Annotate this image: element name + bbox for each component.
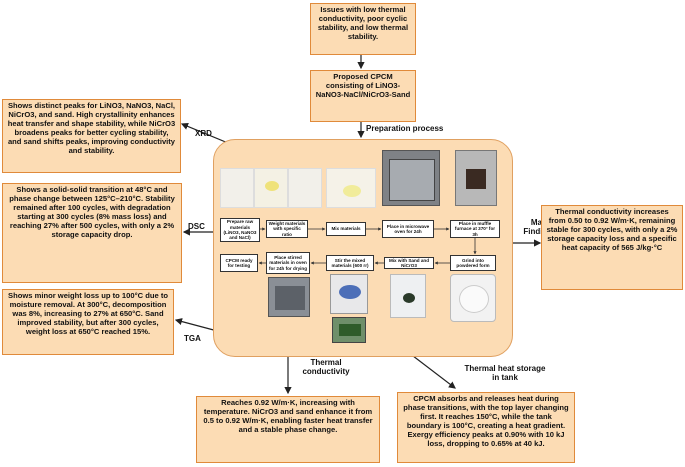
oven-window-icon [275,286,305,310]
step-mix-materials: Mix materials [326,222,366,236]
step-prepare-raw-materials: Prepare raw materials (LiNO3, NaNO3 and … [220,218,260,242]
photo-raw-material-2 [254,168,288,208]
heat-storage-text: CPCM absorbs and releases heat during ph… [403,394,569,448]
photo-magnetic-stirrer [330,274,368,314]
photo-drying-oven [268,277,310,317]
photo-dried-sample [332,317,366,343]
proposed-cpcm-box: Proposed CPCM consisting of LiNO3-NaNO3-… [310,70,416,122]
dsc-box: Shows a solid-solid transition at 48°C a… [2,183,182,283]
label-tga: TGA [184,334,201,343]
mixture-icon [343,185,361,197]
label-xrd: XRD [195,129,212,138]
step-stir-mixed-materials: Stir the mixed materials (600 rr) [326,255,374,271]
tga-box: Shows minor weight loss up to 100°C due … [2,289,174,355]
sample-tray-icon [339,324,361,336]
photo-weighed-materials [326,168,376,208]
main-findings-box: Thermal conductivity increases from 0.50… [541,205,683,290]
oven-door-icon [389,159,435,201]
stirrer-icon [339,285,361,299]
photo-raw-material-1 [220,168,254,208]
label-thermal-heat-storage: Thermal heat storage in tank [464,364,546,382]
process-flow-arrows [258,227,477,265]
label-dsc: DSC [188,222,205,231]
step-weight-materials: Weight materials with specific ratio [266,220,308,238]
step-mix-sand-nicro3: Mix with Sand and NiCrO3 [384,257,434,269]
thermal-conductivity-box: Reaches 0.92 W/m·K, increasing with temp… [196,396,380,463]
step-microwave-oven: Place in microwave oven for 24h [382,220,434,238]
photo-muffle-furnace [455,150,497,206]
issues-box: Issues with low thermal conductivity, po… [310,3,416,55]
tga-text: Shows minor weight loss up to 100°C due … [8,291,168,336]
xrd-text: Shows distinct peaks for LiNO3, NaNO3, N… [7,101,176,155]
dark-powder-icon [403,293,415,303]
photo-sand-nicro3-mix [390,274,426,318]
dsc-text: Shows a solid-solid transition at 48°C a… [9,185,175,239]
heat-storage-box: CPCM absorbs and releases heat during ph… [397,392,575,463]
label-thermal-conductivity: Thermal conductivity [302,358,350,376]
xrd-box: Shows distinct peaks for LiNO3, NaNO3, N… [2,99,181,173]
bowl-icon [459,285,489,313]
issues-text: Issues with low thermal conductivity, po… [317,5,409,41]
step-cpcm-ready: CPCM ready for testing [220,254,258,272]
step-grind-powder: Grind into powdered form [450,255,496,271]
photo-powder-bowl [450,274,496,322]
thermal-conductivity-text: Reaches 0.92 W/m·K, increasing with temp… [203,398,373,434]
photo-microwave-oven [382,150,440,206]
main-findings-text: Thermal conductivity increases from 0.50… [546,207,678,252]
photo-raw-material-3 [288,168,322,208]
furnace-chamber-icon [466,169,486,189]
label-preparation-process: Preparation process [366,124,444,133]
step-place-stirred-in-oven: Place stirred materials in oven for 24h … [266,252,310,274]
step-muffle-furnace: Place in muffle furnace at 370° for 3h [450,220,500,238]
proposed-cpcm-text: Proposed CPCM consisting of LiNO3-NaNO3-… [315,72,411,99]
label-main-findings: Main Findings [523,218,557,236]
preparation-process-panel: Prepare raw materials (LiNO3, NaNO3 and … [213,139,513,357]
yellow-powder-icon [265,181,279,191]
